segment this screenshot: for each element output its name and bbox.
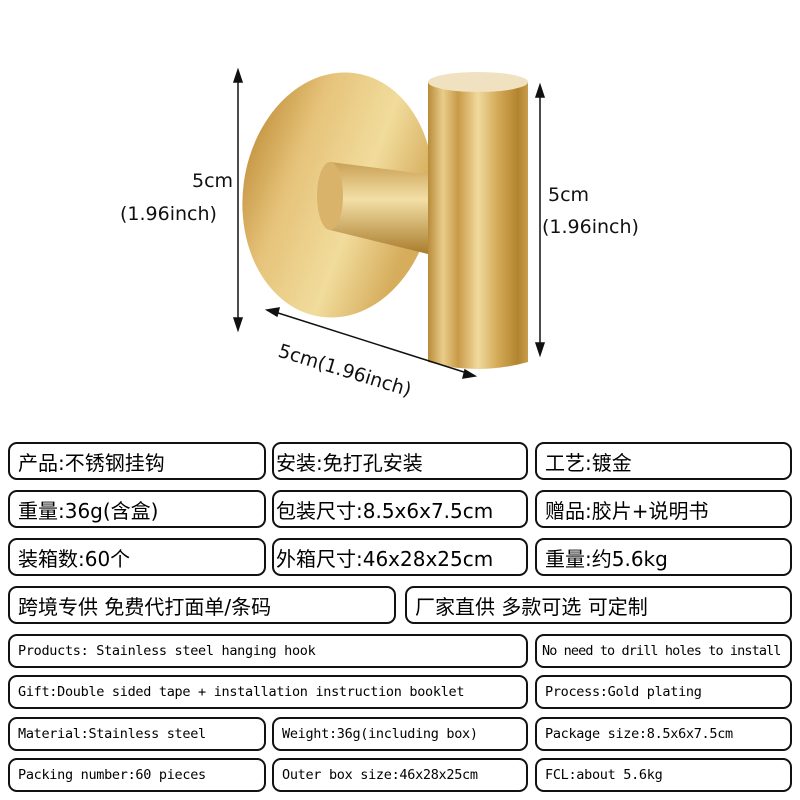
dimension-arrows bbox=[232, 67, 546, 379]
spec-cn-cross-border: 跨境专供 免费代打面单/条码 bbox=[8, 586, 396, 624]
spec-cn-outer-box: 外箱尺寸:46x28x25cm bbox=[272, 538, 528, 576]
spec-cn-weight: 重量:36g(含盒) bbox=[8, 490, 266, 528]
spec-cn-product: 产品:不锈钢挂钩 bbox=[8, 442, 266, 480]
spec-cn-gift: 赠品:胶片+说明书 bbox=[535, 490, 792, 528]
spec-en-outer-box: Outer box size:46x28x25cm bbox=[272, 758, 528, 792]
height-right-label: 5cm bbox=[548, 184, 590, 206]
spec-en-fcl: FCL:about 5.6kg bbox=[535, 758, 792, 792]
product-photo-gold-hook bbox=[232, 67, 546, 379]
spec-cn-process: 工艺:镀金 bbox=[535, 442, 792, 480]
spec-en-weight: Weight:36g(including box) bbox=[272, 717, 528, 751]
spec-en-install: No need to drill holes to install bbox=[535, 634, 792, 668]
spec-cn-packing-number: 装箱数:60个 bbox=[8, 538, 266, 576]
spec-en-products: Products: Stainless steel hanging hook bbox=[8, 634, 528, 668]
spec-cn-fcl-weight: 重量:约5.6kg bbox=[535, 538, 792, 576]
spec-en-package-size: Package size:8.5x6x7.5cm bbox=[535, 717, 792, 751]
height-left-inch-label: (1.96inch) bbox=[120, 203, 217, 225]
spec-en-process: Process:Gold plating bbox=[535, 675, 792, 709]
hook-cylinder bbox=[428, 72, 528, 369]
spec-cn-package-size: 包装尺寸:8.5x6x7.5cm bbox=[272, 490, 528, 528]
height-left-label: 5cm bbox=[192, 170, 234, 192]
spec-en-gift: Gift:Double sided tape + installation in… bbox=[8, 675, 528, 709]
height-right-inch-label: (1.96inch) bbox=[542, 216, 639, 238]
spec-en-material: Material:Stainless steel bbox=[8, 717, 266, 751]
spec-en-packing-number: Packing number:60 pieces bbox=[8, 758, 266, 792]
spec-cn-factory-direct: 厂家直供 多款可选 可定制 bbox=[405, 586, 792, 624]
stem bbox=[317, 162, 432, 255]
spec-cn-install: 安装:免打孔安装 bbox=[272, 442, 528, 480]
